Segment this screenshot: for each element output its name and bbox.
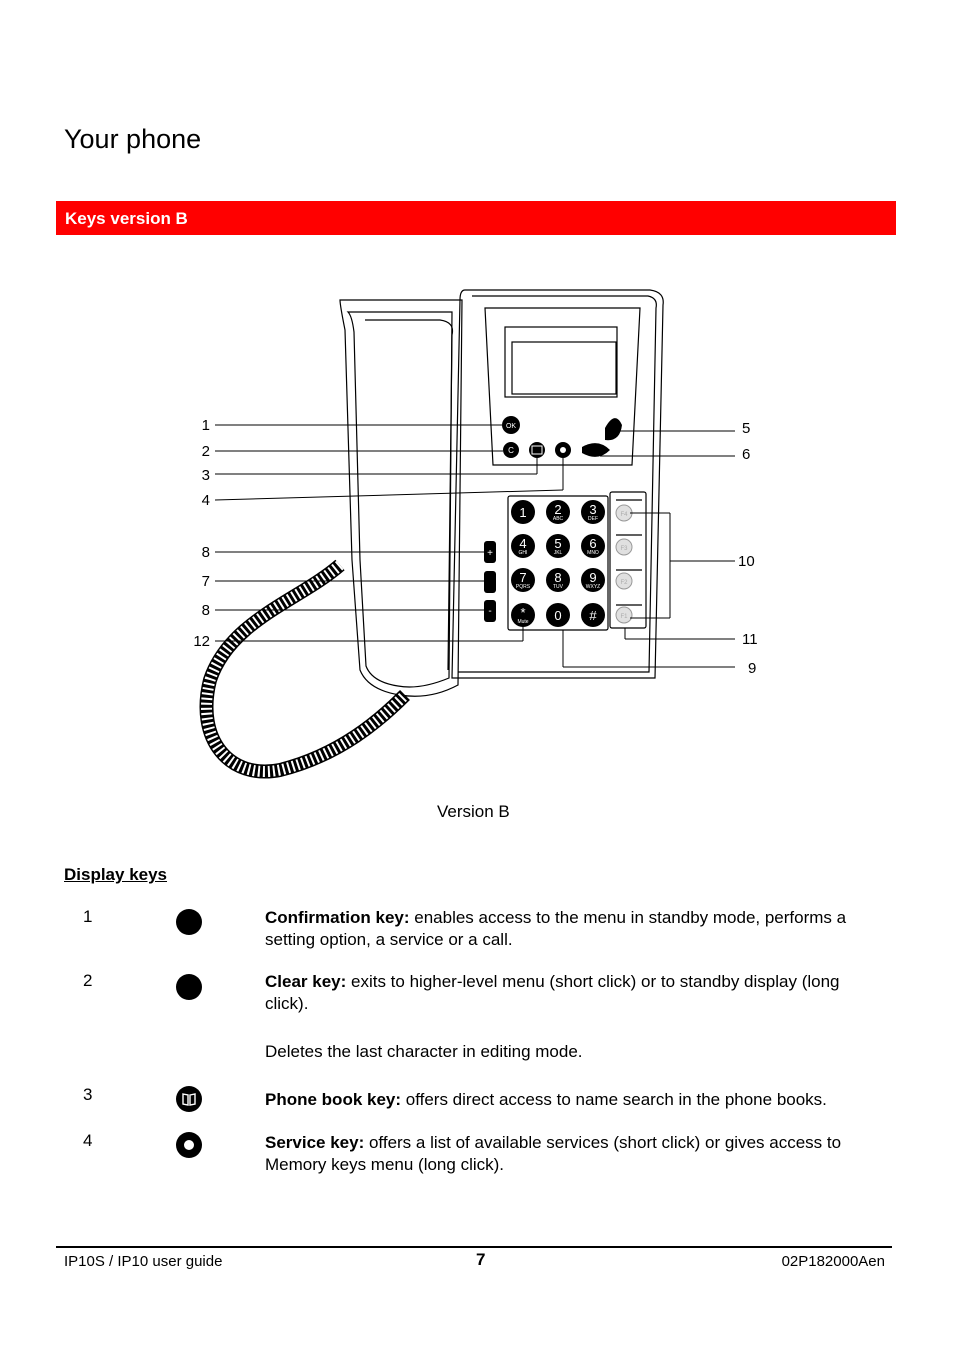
footer-rule [56, 1246, 892, 1248]
callout-right-4: 9 [748, 660, 756, 677]
key-letters: DEF [588, 516, 598, 522]
volume-up-nav-key [605, 418, 622, 441]
callout-right-1: 6 [742, 446, 750, 463]
callout-left-7: 12 [193, 633, 210, 650]
key-letters: ABC [553, 516, 564, 522]
phone-book-key-icon [176, 1086, 202, 1112]
callout-right-0: 5 [742, 420, 750, 437]
service-key-icon [176, 1132, 202, 1158]
memory-key-F1: F1 [615, 606, 633, 624]
volume-plus-label: + [487, 548, 493, 559]
clear-key-label: C [508, 446, 514, 455]
key-digit: 5 [554, 536, 561, 551]
memory-key-F2: F2 [615, 572, 633, 590]
display-keys-heading: Display keys [64, 865, 168, 884]
keypad-key-9: *Mute [511, 603, 535, 627]
key-description: Service key: offers a list of available … [265, 1133, 842, 1174]
callout-left-4: 8 [202, 544, 210, 561]
navigator-key [582, 443, 610, 457]
key-letters: MNO [587, 550, 599, 556]
keypad-key-10: 0 [546, 603, 570, 627]
key-number: 3 [83, 1085, 93, 1104]
key-digit: * [520, 605, 525, 620]
callout-left-1: 2 [202, 443, 210, 460]
key-digit: 2 [554, 502, 561, 517]
page-number: 7 [476, 1250, 486, 1269]
key-description: Clear key: exits to higher-level menu (s… [265, 972, 840, 1013]
callout-left-5: 7 [202, 573, 210, 590]
callout-right-3: 11 [742, 631, 758, 648]
volume-minus-label: - [488, 606, 491, 617]
key-digit: 0 [554, 608, 561, 623]
key-digit: 3 [589, 502, 596, 517]
key-number: 2 [83, 971, 93, 990]
key-digit: 1 [519, 505, 526, 520]
key-digit: 7 [519, 570, 526, 585]
key-digit: # [589, 608, 597, 623]
key-letters: GHI [519, 550, 528, 556]
key-letters: Mute [517, 619, 528, 625]
svg-text:F2: F2 [620, 580, 628, 586]
key-letters: TUV [553, 584, 564, 590]
ok-key-label: OK [506, 423, 516, 430]
key-letters: WXYZ [586, 584, 600, 590]
key-letters: JKL [554, 550, 563, 556]
key-digit: 4 [519, 536, 526, 551]
section-header-bar: Keys version B [56, 201, 896, 235]
clear-key-icon [176, 974, 202, 1000]
ok-key-icon [176, 909, 202, 935]
key-description: Confirmation key: enables access to the … [265, 908, 847, 949]
keypad-key-0: 1 [511, 500, 535, 524]
memory-key-F4: F4 [615, 504, 633, 522]
key-number: 1 [83, 907, 93, 926]
page-title: Your phone [64, 124, 202, 154]
footer-guide-title: IP10S / IP10 user guide [64, 1253, 223, 1270]
section-header: Keys version B [65, 209, 188, 228]
callout-left-6: 8 [202, 602, 210, 619]
callout-left-0: 1 [202, 417, 210, 434]
key-letters: PQRS [516, 584, 531, 590]
svg-text:F3: F3 [620, 546, 628, 552]
key-digit: 8 [554, 570, 561, 585]
key-number: 4 [83, 1131, 93, 1150]
key-description: Phone book key: offers direct access to … [265, 1090, 827, 1109]
memory-key-F3: F3 [615, 538, 633, 556]
key-digit: 9 [589, 570, 596, 585]
svg-text:F1: F1 [620, 614, 628, 620]
speaker-key [484, 571, 496, 593]
svg-text:F4: F4 [620, 512, 628, 518]
key-extra-description: Deletes the last character in editing mo… [265, 1042, 583, 1061]
phone-book-key [529, 442, 545, 458]
key-digit: 6 [589, 536, 596, 551]
keypad-key-11: # [581, 603, 605, 627]
figure-caption: Version B [437, 802, 510, 821]
callout-left-2: 3 [202, 467, 210, 484]
callout-left-3: 4 [202, 492, 210, 509]
callout-right-2: 10 [738, 553, 755, 570]
document-reference: 02P182000Aen [781, 1253, 885, 1270]
